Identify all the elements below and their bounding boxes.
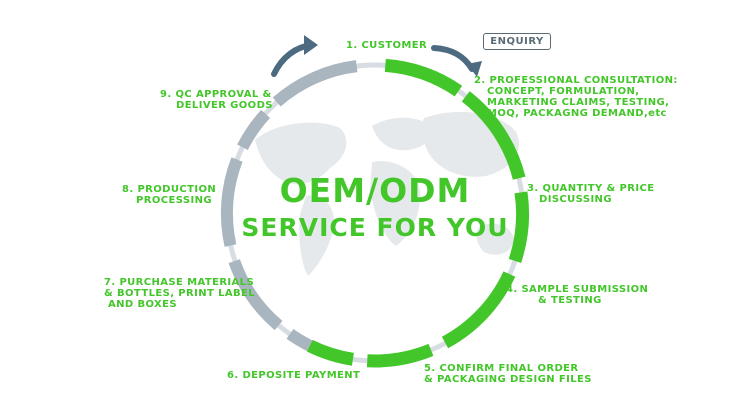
ring-segment-step-7 [228,259,283,331]
ring-segment-step-1 [384,58,463,97]
step-text-line: AND BOXES [108,299,178,310]
right-arrow-head [467,61,482,77]
step-text-line: & TESTING [538,295,602,306]
step-text-line: 7. PURCHASE MATERIALS [104,277,255,288]
right-curved-arrow [431,45,475,72]
step-text-line: 8. PRODUCTION [122,184,217,195]
step-7-purchase-materials: 7. PURCHASE MATERIALS & BOTTLES, PRINT L… [104,277,255,310]
center-subtitle: SERVICE FOR YOU [241,213,509,242]
step-8-production: 8. PRODUCTION PROCESSING [122,184,216,206]
step-text-line: 9. QC APPROVAL & [160,89,272,100]
step-text-line: PROCESSING [136,195,212,206]
ring-segment-step-8 [220,157,243,247]
ring-gray-segments [220,60,358,352]
center-title: OEM/ODM [279,171,471,210]
ring-segment-step-3 [508,191,530,263]
ring-segment-step-6b [286,328,313,352]
step-5-confirm-order: 5. CONFIRM FINAL ORDER & PACKAGING DESIG… [424,363,592,385]
step-4-sample-testing: 4. SAMPLE SUBMISSION & TESTING [506,284,648,306]
arrow-heads [304,35,482,77]
step-text-line: & PACKAGING DESIGN FILES [424,374,592,385]
step-text-line: DELIVER GOODS [176,100,273,111]
ring-segment-step-6 [306,339,355,366]
ring-segment-step-2 [461,91,526,180]
step-3-quantity-price: 3. QUANTITY & PRICE DISCUSSING [527,183,654,205]
step-text-line: CONCEPT, FORMULATION, [487,86,640,97]
step-9-qc-deliver: 9. QC APPROVAL & DELIVER GOODS [160,89,273,111]
step-1-customer: 1. CUSTOMER [346,40,427,51]
step-text-line: MOQ, PACKAGNG DEMAND,etc [487,108,667,119]
step-text-line: 3. QUANTITY & PRICE [527,183,655,194]
step-text-line: MARKETING CLAIMS, TESTING, [487,97,670,108]
step-6-deposit-payment: 6. DEPOSITE PAYMENT [227,370,360,381]
ring-segment-step-9a [237,109,271,151]
enquiry-badge: ENQUIRY [483,33,551,50]
step-text-line: 4. SAMPLE SUBMISSION [506,284,649,295]
step-text-line: & BOTTLES, PRINT LABEL [104,288,256,299]
step-text-line: 5. CONFIRM FINAL ORDER [424,363,579,374]
left-arrow-head [304,35,318,55]
ring-segment-step-5 [366,343,434,368]
step-text-line: 1. CUSTOMER [346,40,428,51]
step-text-line: DISCUSSING [539,194,612,205]
ring-green-segments [306,58,530,368]
step-text-line: 6. DEPOSITE PAYMENT [227,370,361,381]
step-2-consultation: 2. PROFESSIONAL CONSULTATION: CONCEPT, F… [474,75,678,119]
world-map-background [255,111,520,276]
ring-segment-step-4 [441,271,516,349]
ring-segment-step-9b [272,60,358,107]
step-text-line: 2. PROFESSIONAL CONSULTATION: [474,75,678,86]
